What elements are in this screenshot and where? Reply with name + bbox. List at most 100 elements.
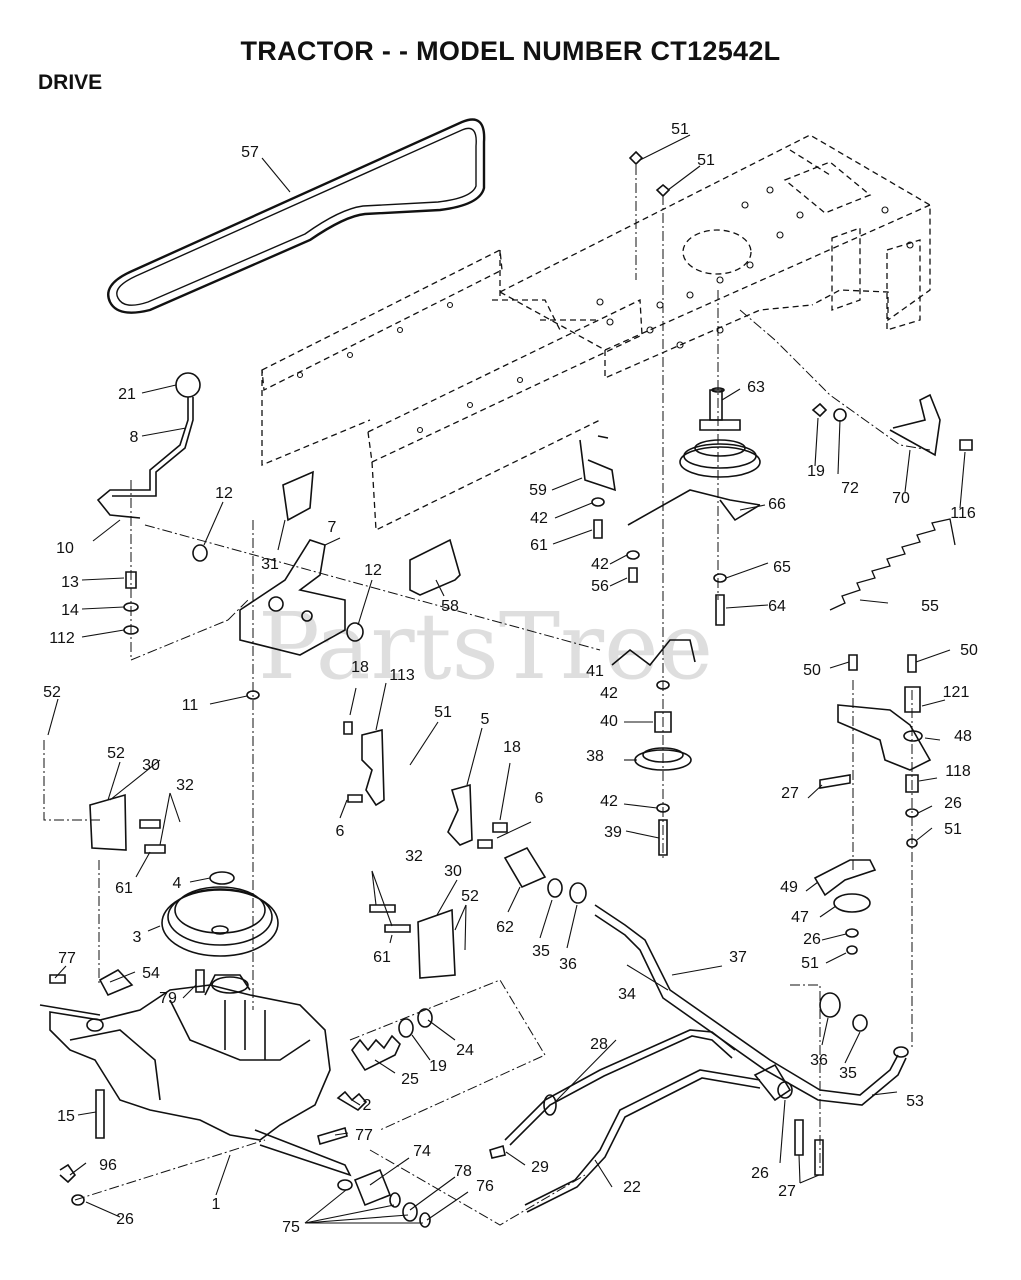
- part-label: 10: [56, 540, 74, 557]
- part-label: 121: [943, 684, 970, 701]
- part-label: 28: [590, 1036, 608, 1053]
- frame-holes: [296, 186, 914, 434]
- part-label: 12: [364, 562, 382, 579]
- part-label: 4: [173, 875, 182, 892]
- pedal-brackets-drawing: [89, 721, 508, 979]
- part-label: 41: [586, 663, 604, 680]
- part-label: 19: [429, 1058, 447, 1075]
- part-label: 78: [454, 1163, 472, 1180]
- part-label: 36: [810, 1052, 828, 1069]
- part-label: 50: [803, 662, 821, 679]
- extension-spring-drawing: [829, 518, 956, 611]
- part-label: 29: [531, 1159, 549, 1176]
- leader-lines: [47, 134, 966, 1224]
- part-label: 26: [751, 1165, 769, 1182]
- shift-bracket-drawing: [123, 470, 461, 700]
- part-label: 63: [747, 379, 765, 396]
- part-label: 51: [944, 821, 962, 838]
- part-label: 22: [623, 1179, 641, 1196]
- part-label: 36: [559, 956, 577, 973]
- part-label: 2: [363, 1097, 372, 1114]
- part-label: 76: [476, 1178, 494, 1195]
- part-label: 96: [99, 1157, 117, 1174]
- part-label: 51: [801, 955, 819, 972]
- part-label: 66: [768, 496, 786, 513]
- part-label: 57: [241, 144, 259, 161]
- part-label: 48: [954, 728, 972, 745]
- part-label: 113: [389, 667, 415, 684]
- part-label: 56: [591, 578, 609, 595]
- part-label: 27: [781, 785, 799, 802]
- part-label: 21: [118, 386, 136, 403]
- part-label: 18: [351, 659, 369, 676]
- part-label: 58: [441, 598, 459, 615]
- part-label: 26: [944, 795, 962, 812]
- part-label: 79: [159, 990, 177, 1007]
- part-label: 32: [405, 848, 423, 865]
- part-label: 112: [49, 630, 75, 647]
- part-label: 55: [921, 598, 939, 615]
- part-label: 6: [535, 790, 544, 807]
- part-label: 61: [115, 880, 133, 897]
- part-label: 53: [906, 1093, 924, 1110]
- part-label: 8: [130, 429, 139, 446]
- part-label: 15: [57, 1108, 75, 1125]
- part-label: 62: [496, 919, 514, 936]
- brake-rods-drawing: [489, 1029, 824, 1213]
- input-pulley-drawing: [161, 871, 279, 957]
- section-heading: DRIVE: [38, 71, 103, 94]
- part-label: 116: [950, 505, 976, 522]
- part-label: 1: [212, 1196, 221, 1213]
- part-label: 75: [282, 1219, 300, 1236]
- part-label: 61: [373, 949, 391, 966]
- part-label: 12: [215, 485, 233, 502]
- part-label: 35: [839, 1065, 857, 1082]
- part-label: 47: [791, 909, 809, 926]
- part-label: 26: [116, 1211, 134, 1228]
- part-label: 77: [58, 950, 76, 967]
- right-bracket-drawing: [813, 654, 932, 955]
- part-label: 51: [697, 152, 715, 169]
- part-label: 5: [481, 711, 490, 728]
- page-title: TRACTOR - - MODEL NUMBER CT12542L: [240, 36, 781, 66]
- part-label: 18: [503, 739, 521, 756]
- part-label: 52: [461, 888, 479, 905]
- part-label: 37: [729, 949, 747, 966]
- part-label: 59: [529, 482, 547, 499]
- transaxle-hardware-drawing: [59, 1008, 433, 1228]
- part-label: 42: [591, 556, 609, 573]
- part-label: 31: [261, 556, 279, 573]
- part-label: 32: [176, 777, 194, 794]
- part-label: 77: [355, 1127, 373, 1144]
- part-label: 54: [142, 965, 160, 982]
- part-label: 42: [600, 685, 618, 702]
- part-label: 40: [600, 713, 618, 730]
- part-label: 49: [780, 879, 798, 896]
- tractor-frame-drawing: [261, 134, 931, 532]
- part-label: 11: [182, 697, 199, 714]
- part-number-labels: 57 51 51 63 21 8 19 72 70 116 59 10 12 3…: [43, 121, 978, 1236]
- part-label: 14: [61, 602, 79, 619]
- part-label: 30: [142, 757, 160, 774]
- part-label: 7: [328, 519, 337, 536]
- part-label: 74: [413, 1143, 431, 1160]
- part-label: 38: [586, 748, 604, 765]
- part-label: 35: [532, 943, 550, 960]
- part-label: 13: [61, 574, 79, 591]
- part-label: 65: [773, 559, 791, 576]
- part-label: 70: [892, 490, 910, 507]
- watermark-text: PartsTree: [258, 593, 713, 700]
- part-label: 24: [456, 1042, 474, 1059]
- part-label: 72: [841, 480, 859, 497]
- part-label: 27: [778, 1183, 796, 1200]
- part-label: 61: [530, 537, 548, 554]
- part-label: 39: [604, 824, 622, 841]
- part-label: 118: [945, 763, 971, 780]
- part-label: 51: [434, 704, 452, 721]
- part-label: 64: [768, 598, 786, 615]
- drive-belt-drawing: [107, 118, 486, 314]
- part-label: 42: [530, 510, 548, 527]
- part-label: 25: [401, 1071, 419, 1088]
